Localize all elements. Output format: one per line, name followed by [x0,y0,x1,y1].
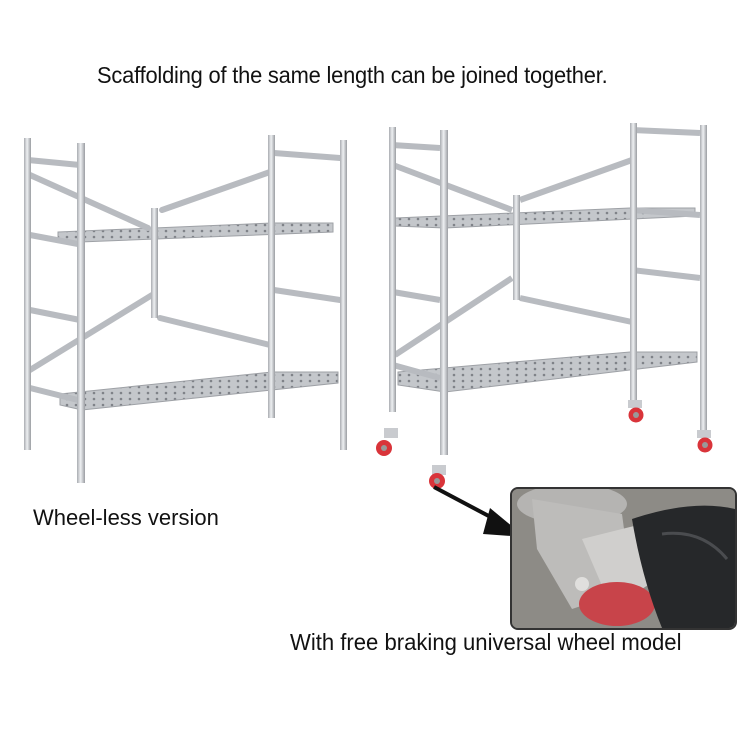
right-scaffold [376,123,713,489]
wheel-icon [628,400,644,423]
right-caption: With free braking universal wheel model [290,629,682,655]
brake-wheel-closeup [510,487,737,630]
upper-platform [57,222,334,243]
wheel-icon [697,430,713,453]
left-caption: Wheel-less version [33,505,219,530]
top-caption: Scaffolding of the same length can be jo… [97,62,608,88]
wheel-icon [376,428,398,456]
lower-platform [59,371,339,411]
brake-closeup-illustration [512,489,735,628]
left-scaffold [24,135,347,483]
wheel-icon [429,465,446,489]
caster-wheels [376,400,713,489]
